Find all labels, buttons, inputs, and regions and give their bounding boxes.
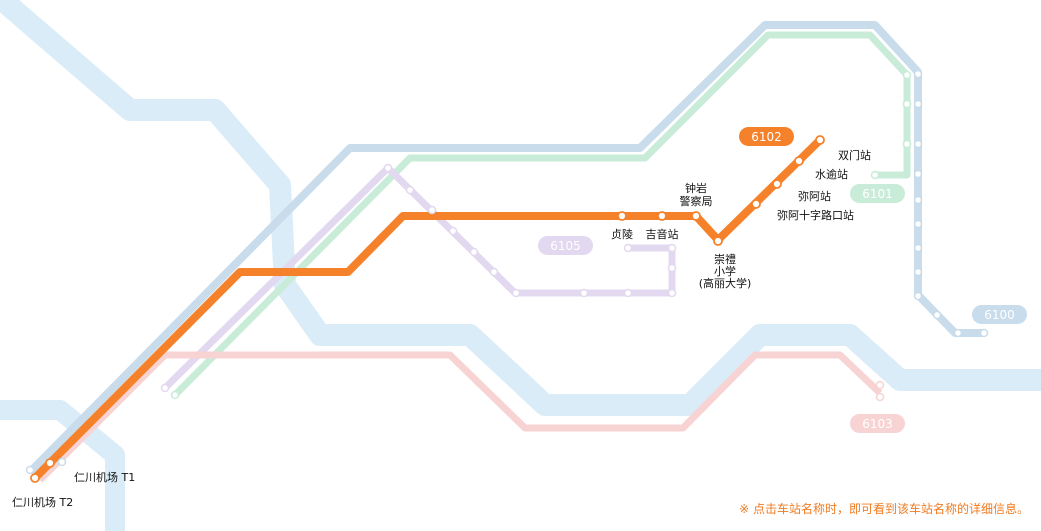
station-dot[interactable] xyxy=(870,170,880,180)
station-dot[interactable] xyxy=(667,263,677,273)
station-dot[interactable] xyxy=(979,328,989,338)
station-dot[interactable] xyxy=(913,169,923,179)
station-dot[interactable] xyxy=(902,70,912,80)
station-label-miasageori[interactable]: 弥阿十字路口站 xyxy=(777,208,854,222)
station-dot[interactable] xyxy=(913,69,923,79)
station-label-gireum[interactable]: 吉音站 xyxy=(646,227,679,241)
station-label-sungshin-1[interactable]: 崇禮 xyxy=(714,253,736,266)
station-dot-sungshin[interactable] xyxy=(713,236,723,246)
station-dot-suyu[interactable] xyxy=(794,156,804,166)
station-label-sungshin-3[interactable]: (高丽大学) xyxy=(699,276,752,290)
station-label-incheon-t1[interactable]: 仁川机场 T1 xyxy=(74,470,135,484)
line-6103-stations xyxy=(875,380,885,402)
station-dot[interactable] xyxy=(902,139,912,149)
line-6105-stations xyxy=(160,163,677,393)
station-dot[interactable] xyxy=(170,390,180,400)
station-dot[interactable] xyxy=(469,247,479,257)
line-badge-6102[interactable]: 6102 xyxy=(739,127,794,146)
station-dot-ssangmun[interactable] xyxy=(815,135,825,145)
station-dot[interactable] xyxy=(953,328,963,338)
line-6105-path xyxy=(162,164,676,391)
station-dot-miasageori[interactable] xyxy=(751,199,761,209)
station-dot-jeongneung[interactable] xyxy=(617,211,627,221)
station-dot[interactable] xyxy=(913,99,923,109)
station-dot[interactable] xyxy=(405,185,415,195)
station-dot[interactable] xyxy=(667,243,677,253)
line-badge-6105[interactable]: 6105 xyxy=(538,236,593,255)
station-label-jeongneung[interactable]: 贞陵 xyxy=(611,227,633,241)
station-label-mia[interactable]: 弥阿站 xyxy=(798,189,831,203)
station-dot[interactable] xyxy=(489,267,499,277)
station-label-jongam-1[interactable]: 钟岩 xyxy=(685,181,707,195)
station-dot-incheon-t1[interactable] xyxy=(45,458,55,468)
station-dot[interactable] xyxy=(667,288,677,298)
station-label-suyu[interactable]: 水逾站 xyxy=(815,167,848,181)
station-dot[interactable] xyxy=(913,219,923,229)
station-dot[interactable] xyxy=(57,457,67,467)
line-badge-6102-label: 6102 xyxy=(751,130,782,144)
line-badge-6100[interactable]: 6100 xyxy=(972,305,1027,324)
station-dot[interactable] xyxy=(511,288,521,298)
station-label-sungshin-2[interactable]: 小学 xyxy=(714,264,736,278)
station-label-incheon-t2[interactable]: 仁川机场 T2 xyxy=(12,495,73,509)
line-badge-6100-label: 6100 xyxy=(984,308,1015,322)
line-6102-stations xyxy=(30,135,825,483)
line-6101-stations xyxy=(170,70,912,400)
line-badge-6105-label: 6105 xyxy=(550,239,581,253)
station-dot[interactable] xyxy=(932,310,942,320)
station-dot[interactable] xyxy=(160,383,170,393)
station-dot[interactable] xyxy=(913,267,923,277)
station-dot[interactable] xyxy=(579,288,589,298)
line-6100-stations xyxy=(913,69,989,338)
station-dot[interactable] xyxy=(427,205,437,215)
line-badge-6101-label: 6101 xyxy=(862,187,893,201)
station-dot[interactable] xyxy=(623,288,633,298)
station-dot[interactable] xyxy=(448,226,458,236)
line-6103-path xyxy=(37,351,883,483)
river-band xyxy=(0,0,1041,416)
station-dot[interactable] xyxy=(383,163,393,173)
station-dot[interactable] xyxy=(875,380,885,390)
station-dot[interactable] xyxy=(623,243,633,253)
station-label-ssangmun[interactable]: 双门站 xyxy=(838,148,871,162)
station-dot[interactable] xyxy=(913,291,923,301)
station-dot-mia[interactable] xyxy=(772,179,782,189)
station-dot[interactable] xyxy=(913,139,923,149)
line-6101-path xyxy=(172,31,911,398)
station-dot-incheon-t2[interactable] xyxy=(30,473,40,483)
station-label-jongam-2[interactable]: 警察局 xyxy=(680,194,713,208)
line-badge-6103-label: 6103 xyxy=(862,417,893,431)
station-dot[interactable] xyxy=(913,195,923,205)
line-badge-6103[interactable]: 6103 xyxy=(850,414,905,433)
line-badge-6101[interactable]: 6101 xyxy=(850,184,905,203)
station-dot[interactable] xyxy=(913,243,923,253)
station-dot[interactable] xyxy=(875,392,885,402)
station-dot[interactable] xyxy=(25,465,35,475)
notice-text: ※ 点击车站名称时，即可看到该车站名称的详细信息。 xyxy=(739,502,1029,516)
station-dot-gireum[interactable] xyxy=(657,211,667,221)
line-6100-path xyxy=(27,21,985,475)
station-dot[interactable] xyxy=(902,99,912,109)
station-dot-jongam[interactable] xyxy=(691,211,701,221)
